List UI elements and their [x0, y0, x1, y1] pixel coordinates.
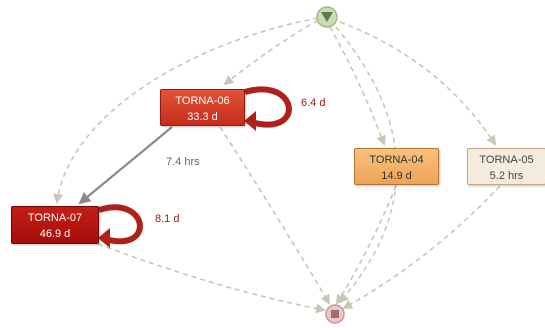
- end-node[interactable]: [325, 304, 345, 324]
- edge-start-torna-06: [223, 19, 319, 86]
- node-duration: 5.2 hrs: [489, 170, 524, 182]
- node-duration: 46.9 d: [39, 228, 71, 240]
- edge-label-torna-06-torna-07: 7.4 hrs: [166, 156, 200, 168]
- node-duration: 33.3 d: [187, 111, 218, 123]
- edge-start-torna-05: [339, 21, 497, 146]
- node-torna-07[interactable]: TORNA-07 46.9 d: [11, 206, 99, 244]
- node-name: TORNA-06: [175, 95, 230, 107]
- edge-start-torna-04: [329, 26, 386, 146]
- edge-start-torna-07: [53, 17, 319, 204]
- self-loop-torna-07: [98, 204, 143, 245]
- start-node[interactable]: [316, 6, 338, 28]
- node-torna-04[interactable]: TORNA-04 14.9 d: [354, 148, 439, 185]
- square-stop-icon: [331, 310, 339, 318]
- node-name: TORNA-04: [369, 154, 424, 166]
- edge-torna-06-end: [219, 126, 331, 305]
- node-duration: 14.9 d: [381, 170, 412, 182]
- node-name: TORNA-07: [27, 212, 83, 224]
- edge-torna-04-end: [335, 185, 397, 305]
- node-torna-05[interactable]: TORNA-05 5.2 hrs: [467, 148, 545, 185]
- self-loop-torna-06-head: [244, 111, 256, 131]
- node-torna-06[interactable]: TORNA-06 33.3 d: [160, 89, 245, 126]
- self-loop-label-torna-06: 6.4 d: [301, 97, 326, 109]
- triangle-down-icon: [321, 12, 333, 22]
- edge-torna-05-end: [342, 185, 501, 309]
- node-name: TORNA-05: [479, 154, 534, 166]
- edge-torna-06-torna-07: [78, 126, 173, 205]
- self-loop-torna-06: [244, 86, 292, 128]
- self-loop-torna-07-head: [98, 228, 110, 248]
- self-loop-label-torna-07: 8.1 d: [155, 213, 180, 225]
- edge-torna-07-end: [97, 243, 326, 314]
